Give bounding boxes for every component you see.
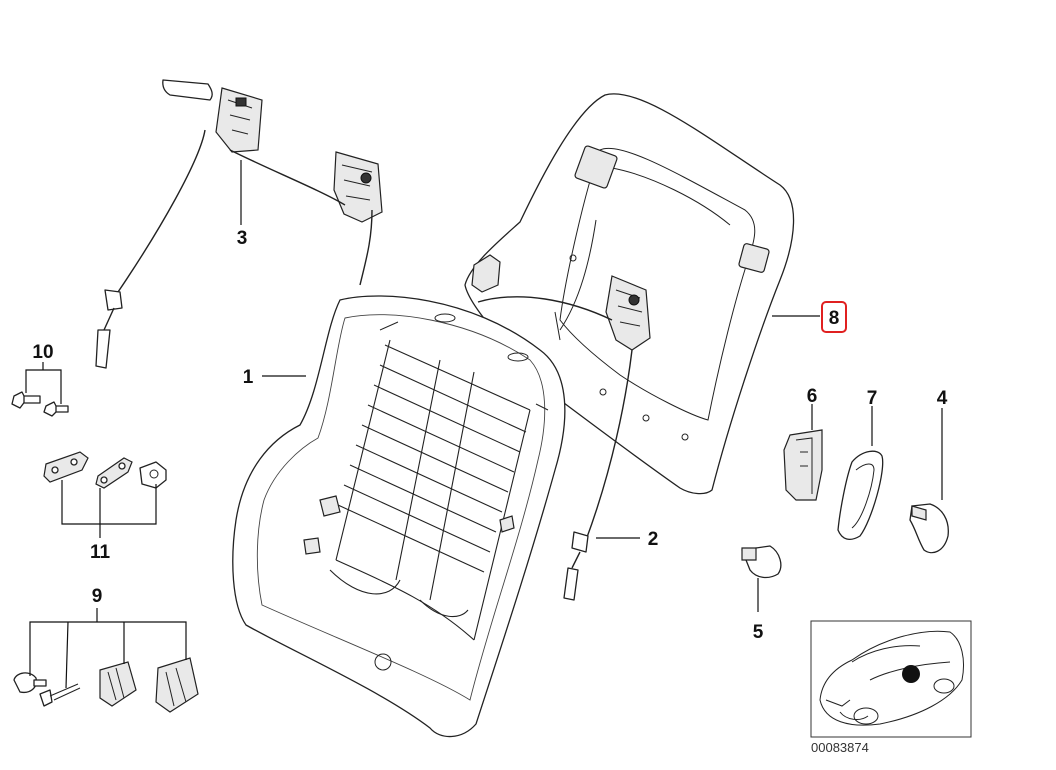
callout-9[interactable]: 9 [92, 586, 103, 607]
callout-3[interactable]: 3 [237, 228, 248, 249]
callout-4[interactable]: 4 [937, 388, 948, 409]
trim-part-7[interactable] [837, 450, 884, 541]
adjuster-with-cable-lower[interactable] [477, 275, 651, 601]
callout-7[interactable]: 7 [867, 388, 878, 409]
callout-6[interactable]: 6 [807, 386, 818, 407]
backrest-frame[interactable] [232, 295, 566, 738]
callout-8[interactable]: 8 [829, 308, 840, 329]
adjuster-with-cable-upper[interactable] [95, 79, 383, 369]
brackets-11[interactable] [43, 451, 167, 489]
callout-2[interactable]: 2 [648, 529, 659, 550]
leader-lines [25, 160, 943, 689]
callout-8-highlight [821, 301, 847, 333]
callouts: 3 1 2 8 6 7 4 5 10 11 9 [32, 228, 947, 643]
trim-part-6[interactable] [783, 429, 823, 501]
trim-part-5[interactable] [741, 545, 782, 579]
callout-11[interactable]: 11 [90, 542, 111, 563]
callout-5[interactable]: 5 [753, 622, 764, 643]
callout-1[interactable]: 1 [243, 367, 254, 388]
diagram-reference-number: 00083874 [811, 740, 869, 755]
callout-10[interactable]: 10 [32, 342, 53, 363]
location-dot [902, 665, 920, 683]
screws-10[interactable] [11, 391, 69, 417]
trim-part-4[interactable] [909, 503, 949, 554]
fasteners-9[interactable] [13, 657, 199, 713]
vehicle-location-inset [810, 620, 972, 738]
